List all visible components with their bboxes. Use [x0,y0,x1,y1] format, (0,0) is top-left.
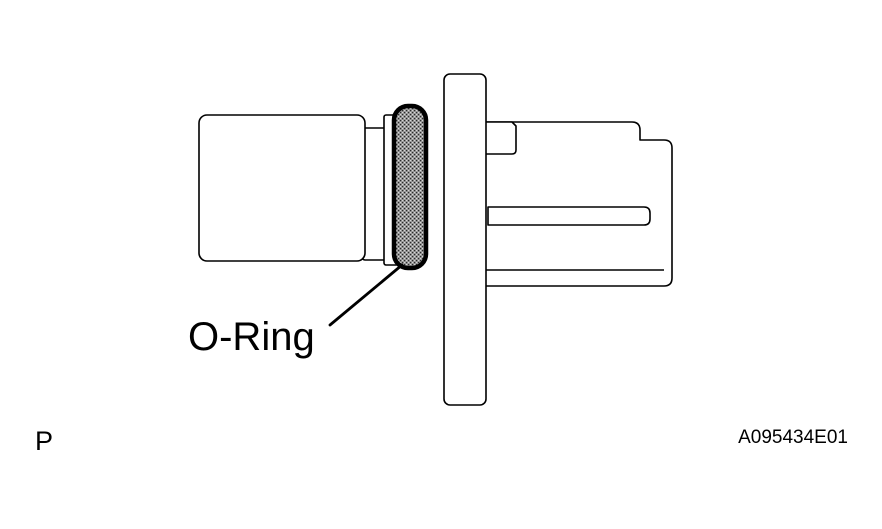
o-ring-label: O-Ring [188,315,315,359]
connector-body [479,121,673,287]
connector-slot [487,206,651,226]
mounting-flange [443,73,487,406]
corner-mark: P [35,426,53,456]
o-ring [391,103,429,271]
figure-id: A095434E01 [738,427,848,448]
callout-leader-line [328,263,404,327]
sensor-head [198,114,366,262]
connector-latch [486,121,517,155]
